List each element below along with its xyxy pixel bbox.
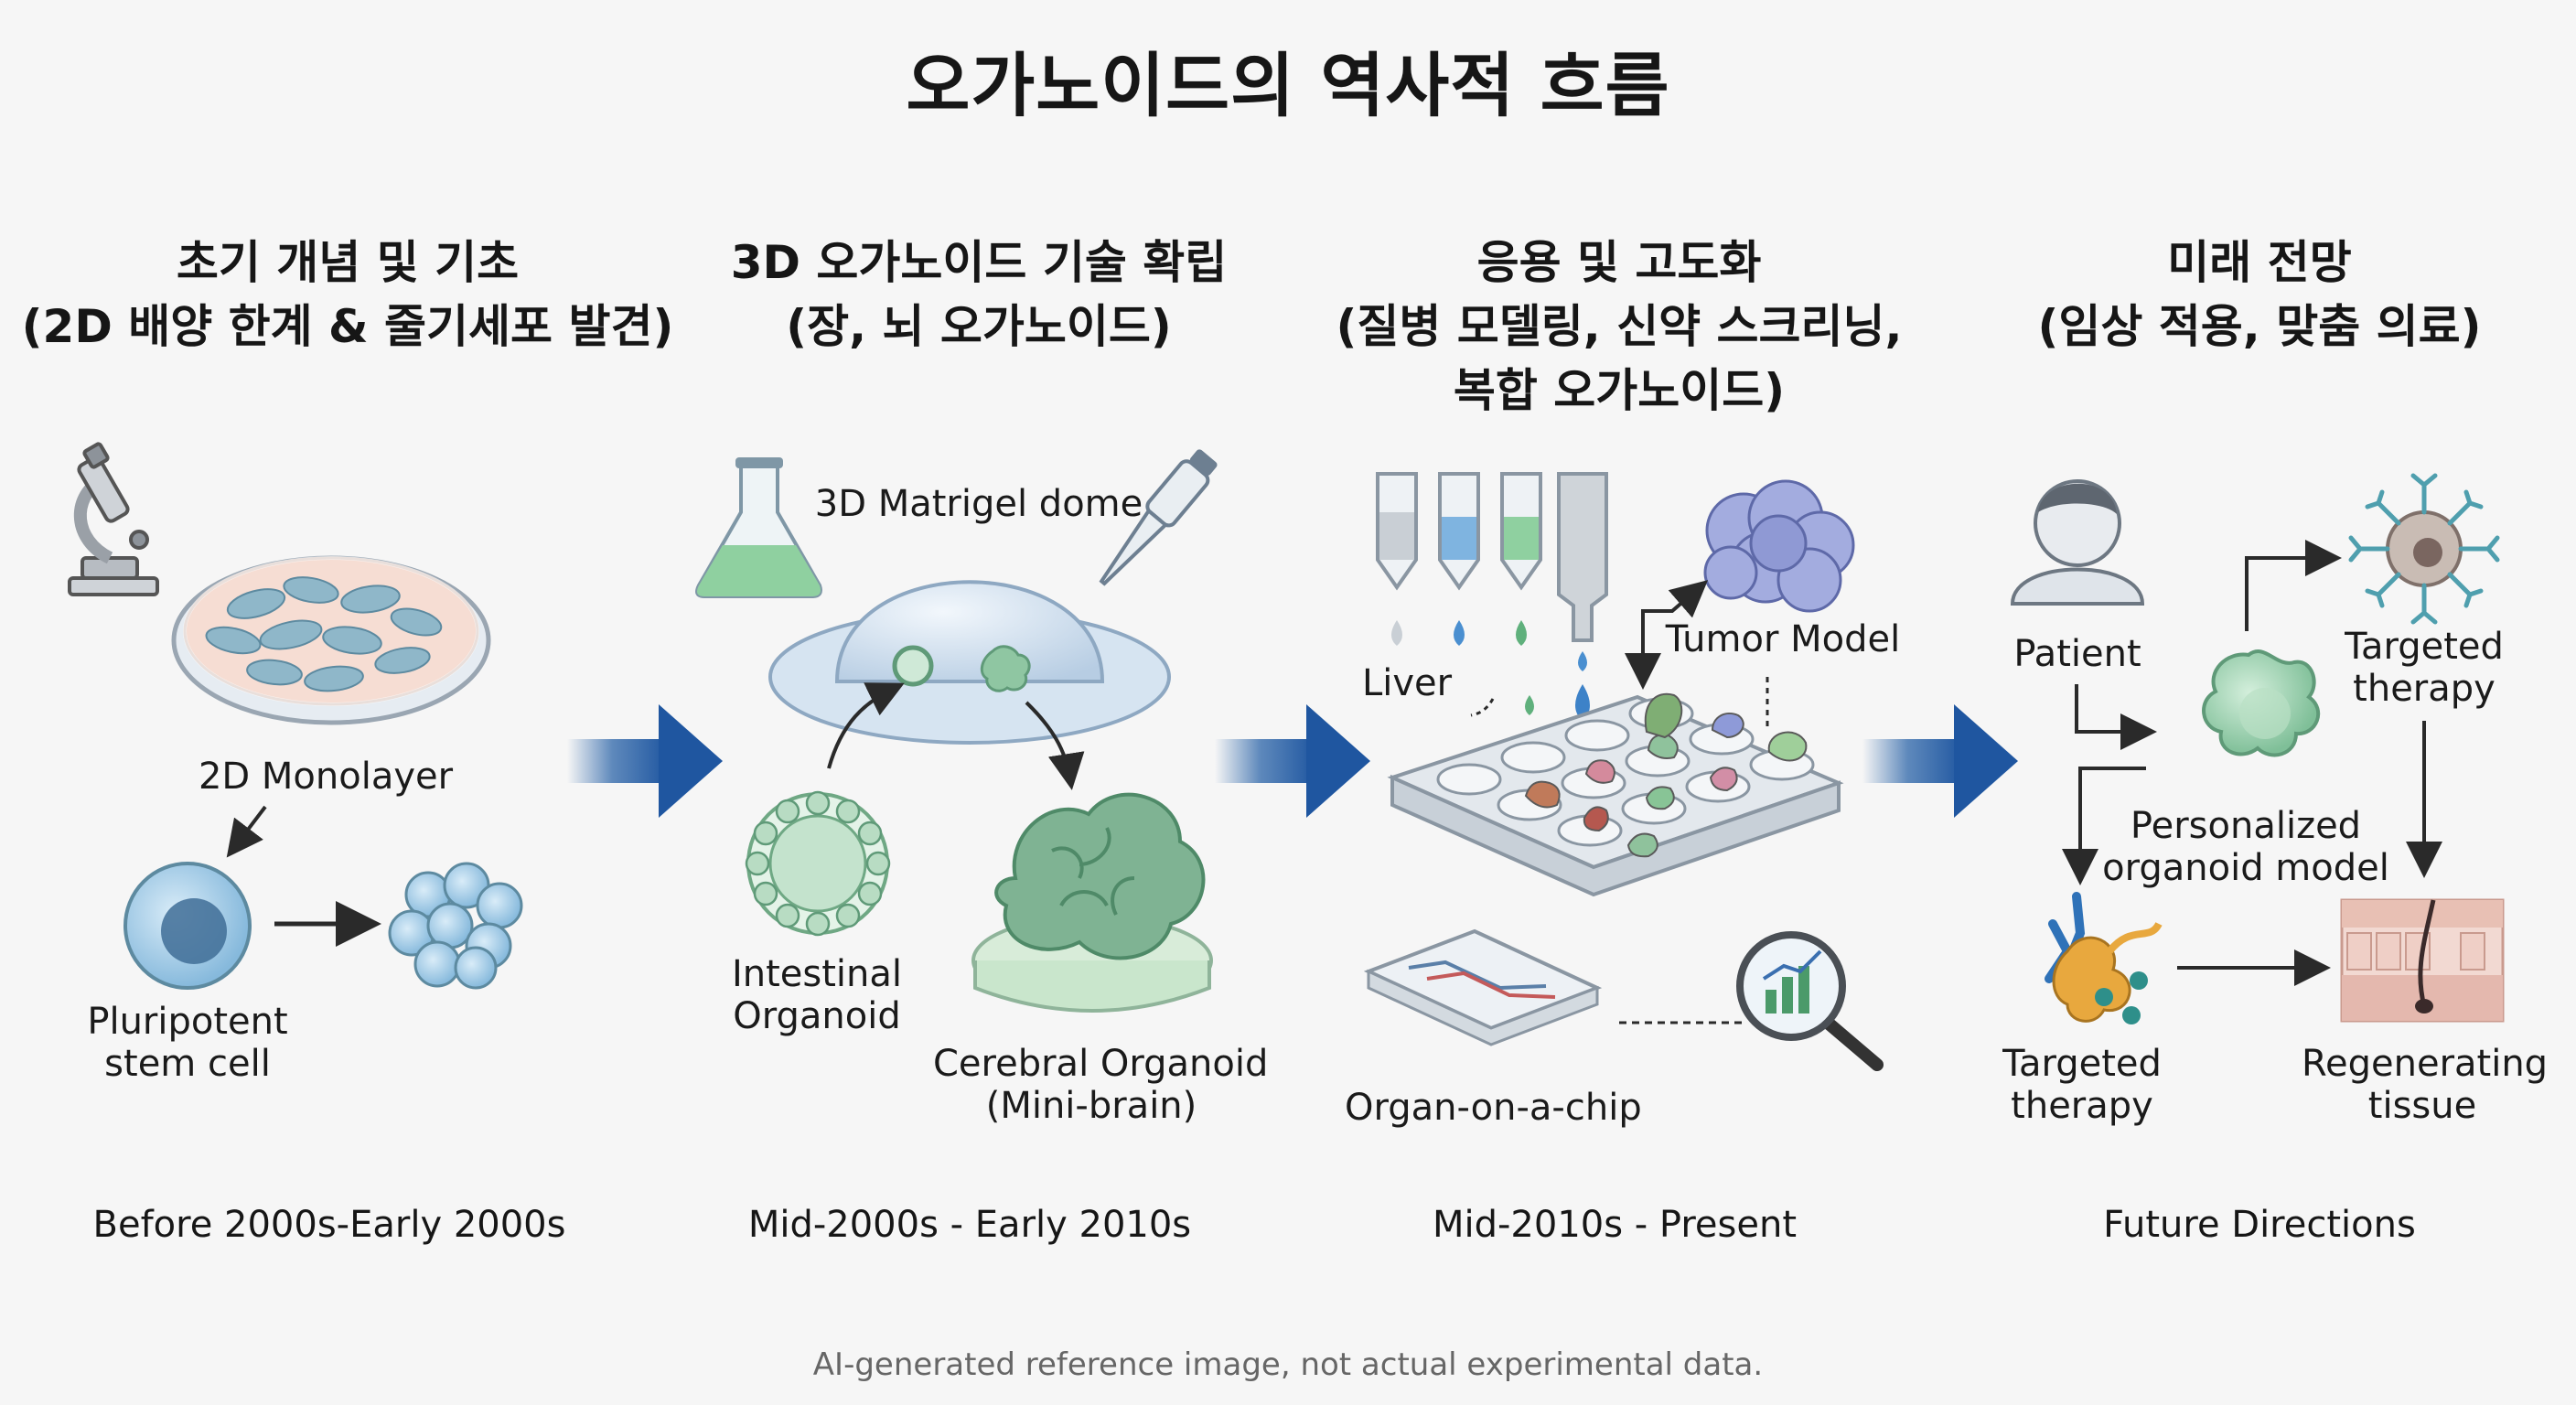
label-2d-monolayer: 2D Monolayer [198, 756, 454, 798]
stage-3-heading-line-1: 응용 및 고도화 [1476, 236, 1762, 289]
label-targeted-bottom-line-2: therapy [2011, 1085, 2153, 1127]
stage-1-heading: 초기 개념 및 기초 (2D 배양 한계 & 줄기세포 발견) [18, 231, 677, 359]
organ-on-chip-icon [1363, 928, 1603, 1046]
stage-2-heading: 3D 오가노이드 기술 확립 (장, 뇌 오가노이드) [659, 231, 1299, 359]
antibody-drug-icon [2045, 892, 2163, 1024]
microscope-icon [68, 442, 159, 596]
stage-arrow-3 [1862, 704, 2018, 818]
organoid-to-targeted-top-arrow [2245, 540, 2342, 631]
label-targeted-therapy-top: Targeted therapy [2324, 626, 2525, 710]
label-liver: Liver [1361, 662, 1453, 704]
label-targeted-top-line-1: Targeted [2345, 626, 2504, 668]
label-matrigel-dome: 3D Matrigel dome [814, 483, 1143, 525]
label-cerebral-organoid: Cerebral Organoid (Mini-brain) [933, 1043, 1269, 1127]
cell-cluster-icon [388, 862, 523, 990]
patient-to-organoid-arrow [2075, 684, 2157, 750]
stage-arrow-1 [567, 704, 723, 818]
stage-4-heading: 미래 전망 (임상 적용, 맞춤 의료) [1939, 231, 2576, 359]
stem-cell-icon [123, 862, 252, 990]
footnote: AI-generated reference image, not actual… [812, 1346, 1764, 1383]
stage-2-heading-line-2: (장, 뇌 오가노이드) [786, 300, 1172, 353]
stage-2-era: Mid-2000s - Early 2010s [747, 1204, 1192, 1246]
organoid-to-targeted-bottom-arrow [2062, 767, 2146, 885]
stage-1-heading-line-1: 초기 개념 및 기초 [176, 236, 520, 289]
label-tumor-model: Tumor Model [1665, 618, 1901, 660]
label-intestinal-line-2: Organoid [733, 995, 901, 1037]
dispenser-tips-icon [1376, 472, 1608, 642]
matrigel-dome-icon [768, 580, 1171, 745]
label-targeted-top-line-2: therapy [2353, 668, 2496, 710]
label-personalized-line-2: organoid model [2102, 847, 2389, 889]
label-personalized-organoid-model: Personalized organoid model [2095, 805, 2397, 889]
label-organ-on-a-chip: Organ-on-a-chip [1345, 1087, 1642, 1129]
label-regenerating-tissue: Regenerating tissue [2302, 1043, 2549, 1127]
label-pluripotent-line-2: stem cell [104, 1043, 271, 1085]
personalized-organoid-icon [2202, 649, 2321, 757]
label-cerebral-line-2: (Mini-brain) [985, 1085, 1197, 1127]
stage-3-heading-line-3: 복합 오가노이드) [1453, 364, 1786, 417]
stage-arrow-2 [1215, 704, 1370, 818]
monolayer-to-stem-arrow [226, 805, 267, 858]
label-intestinal-organoid: Intestinal Organoid [703, 953, 931, 1037]
stage-1-heading-line-2: (2D 배양 한계 & 줄기세포 발견) [21, 300, 674, 353]
intestinal-organoid-icon [745, 790, 891, 937]
label-patient: Patient [2013, 633, 2141, 675]
tumor-model-icon [1703, 479, 1855, 613]
page-title: 오가노이드의 역사적 흐름 [906, 45, 1670, 126]
dome-to-intestinal-arrow [827, 682, 905, 769]
label-pluripotent-line-1: Pluripotent [87, 1001, 288, 1043]
label-cerebral-line-1: Cerebral Organoid [933, 1043, 1269, 1085]
stage-3-heading-line-2: (질병 모델링, 신약 스크리닝, [1336, 300, 1903, 353]
liver-pointer [1470, 698, 1495, 717]
flask-icon [695, 457, 822, 598]
stage-4-heading-line-2: (임상 적용, 맞춤 의료) [2037, 300, 2482, 353]
label-regenerating-line-1: Regenerating [2302, 1043, 2549, 1085]
label-pluripotent-stem-cell: Pluripotent stem cell [55, 1001, 320, 1085]
patient-icon [2010, 479, 2145, 606]
dome-to-cerebral-arrow [1025, 701, 1085, 790]
stage-4-heading-line-1: 미래 전망 [2167, 236, 2352, 289]
stage-3-era: Mid-2010s - Present [1432, 1204, 1798, 1246]
stage-2-heading-line-1: 3D 오가노이드 기술 확립 [730, 236, 1228, 289]
label-intestinal-line-1: Intestinal [731, 953, 903, 995]
well-plate-icon [1387, 692, 1844, 897]
droplet-icons [1391, 620, 1590, 721]
label-targeted-bottom-line-1: Targeted [2002, 1043, 2162, 1085]
targeted-cell-icon [2348, 473, 2500, 625]
cerebral-organoid-icon [971, 792, 1213, 1013]
pipette-icon [1099, 449, 1218, 586]
label-regenerating-line-2: tissue [2367, 1085, 2477, 1127]
label-targeted-therapy-bottom: Targeted therapy [1981, 1043, 2183, 1127]
regenerating-tissue-icon [2340, 898, 2505, 1023]
stage-1-era: Before 2000s-Early 2000s [92, 1204, 566, 1246]
label-personalized-line-1: Personalized [2130, 805, 2362, 847]
stage-3-heading: 응용 및 고도화 (질병 모델링, 신약 스크리닝, 복합 오가노이드) [1299, 231, 1939, 423]
magnifier-chart-icon [1736, 931, 1884, 1071]
stage-4-era: Future Directions [2103, 1204, 2416, 1246]
petri-dish-icon [171, 555, 491, 725]
